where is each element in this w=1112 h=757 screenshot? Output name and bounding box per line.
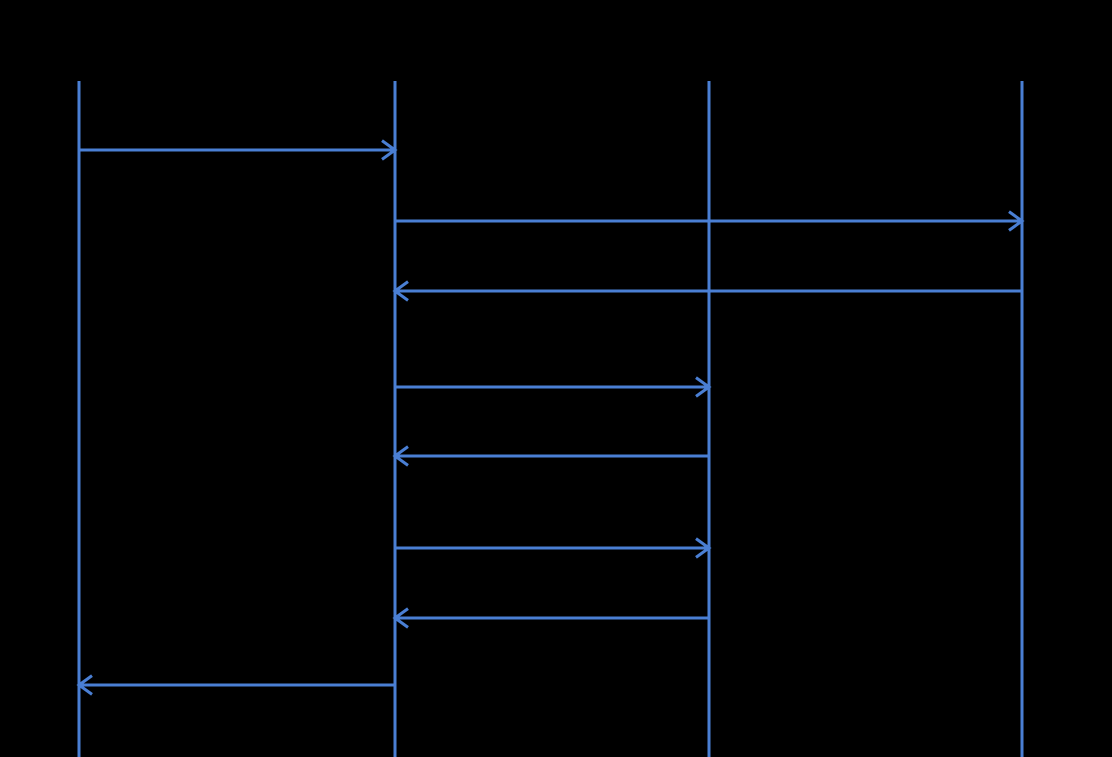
messages-group bbox=[76, 139, 1025, 696]
arrow-head-6 bbox=[695, 537, 712, 559]
arrow-head-7 bbox=[392, 607, 409, 629]
arrow-head-1 bbox=[381, 139, 398, 161]
arrow-head-3 bbox=[392, 280, 409, 302]
arrow-head-8 bbox=[76, 674, 93, 696]
lifelines-group bbox=[77, 81, 1024, 757]
arrow-head-4 bbox=[695, 376, 712, 398]
arrow-head-5 bbox=[392, 445, 409, 467]
arrow-head-2 bbox=[1008, 210, 1025, 232]
